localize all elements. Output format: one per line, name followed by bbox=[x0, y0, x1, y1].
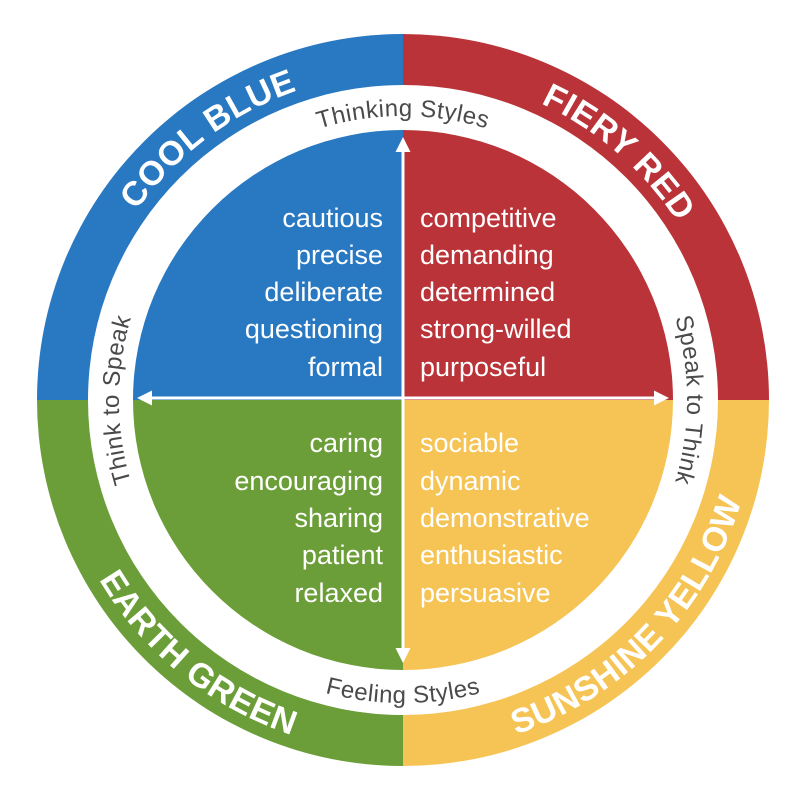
trait: dynamic bbox=[420, 466, 521, 496]
trait: questioning bbox=[245, 314, 383, 344]
blue-traits: cautious precise deliberate questioning … bbox=[245, 203, 383, 382]
trait: sociable bbox=[420, 428, 519, 458]
trait: demonstrative bbox=[420, 503, 590, 533]
trait: competitive bbox=[420, 203, 557, 233]
trait: strong-willed bbox=[420, 314, 572, 344]
trait: encouraging bbox=[234, 466, 383, 496]
trait: demanding bbox=[420, 240, 554, 270]
green-traits: caring encouraging sharing patient relax… bbox=[234, 428, 383, 608]
trait: formal bbox=[308, 352, 383, 382]
trait: sharing bbox=[294, 503, 383, 533]
trait: caring bbox=[309, 428, 383, 458]
trait: precise bbox=[296, 240, 383, 270]
trait: patient bbox=[302, 540, 384, 570]
trait: enthusiastic bbox=[420, 540, 563, 570]
yellow-quadrant bbox=[403, 400, 673, 670]
trait: cautious bbox=[282, 203, 383, 233]
red-traits: competitive demanding determined strong-… bbox=[420, 203, 572, 382]
blue-quadrant bbox=[133, 130, 403, 400]
red-quadrant bbox=[403, 130, 673, 400]
trait: purposeful bbox=[420, 352, 546, 382]
trait: relaxed bbox=[294, 578, 383, 608]
green-quadrant bbox=[133, 400, 403, 670]
yellow-traits: sociable dynamic demonstrative enthusias… bbox=[420, 428, 590, 608]
trait: determined bbox=[420, 277, 555, 307]
trait: persuasive bbox=[420, 578, 551, 608]
trait: deliberate bbox=[264, 277, 383, 307]
